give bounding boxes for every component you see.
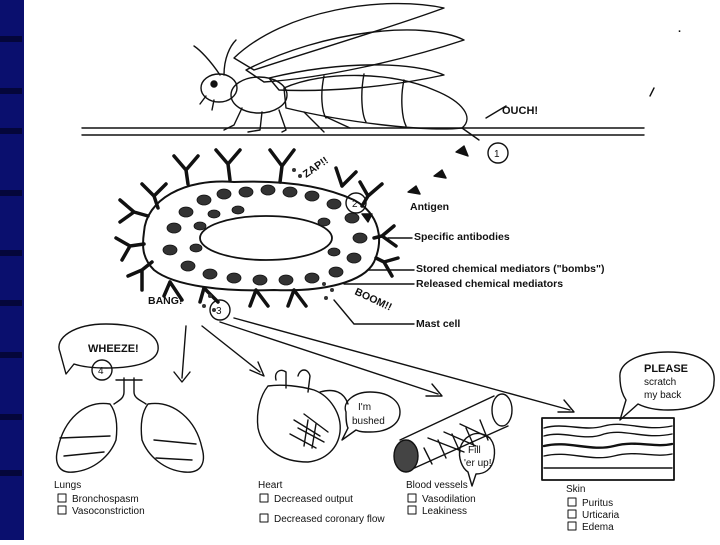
boom-label: BOOM!!	[353, 286, 394, 314]
fill-line2: 'er up!	[464, 458, 491, 469]
step-2-marker	[345, 192, 367, 214]
skin-effect-2: Urticaria	[582, 510, 620, 521]
skin-title: Skin	[566, 484, 585, 495]
step-4-number: 4	[98, 366, 104, 377]
lungs-illustration	[55, 377, 205, 473]
blood-vessel-illustration	[393, 393, 513, 473]
scratch-bubble	[619, 351, 715, 421]
step-2-number: 2	[352, 199, 358, 210]
heart-effect-1: Decreased output	[274, 494, 353, 505]
bushed-bubble	[341, 391, 401, 441]
slide-sidebar-stripe	[0, 0, 24, 540]
released-mediators-label: Released chemical mediators	[416, 278, 563, 290]
skin-illustration	[541, 417, 675, 481]
vessel-title: Blood vessels	[406, 480, 468, 491]
specific-antibodies-label: Specific antibodies	[414, 231, 510, 243]
bushed-line2: bushed	[352, 416, 385, 427]
skin-effects: Skin Puritus Urticaria Edema	[566, 484, 620, 533]
step-1-marker	[487, 142, 509, 164]
scratch-line2: scratch	[644, 377, 676, 388]
skin-effect-3: Edema	[582, 522, 614, 533]
mast-cell	[114, 148, 400, 312]
scratch-line1: PLEASE	[644, 363, 688, 375]
ouch-label: OUCH!	[502, 105, 538, 117]
mast-cell-label: Mast cell	[416, 318, 460, 330]
allergic-reaction-diagram: OUCH! . 1	[24, 0, 720, 540]
step-4-marker	[91, 359, 113, 381]
step-1-number: 1	[494, 149, 500, 160]
skin-effect-1: Puritus	[582, 498, 613, 509]
antigen-label: Antigen	[410, 201, 449, 213]
lungs-title: Lungs	[54, 480, 81, 491]
step-3-marker	[209, 299, 231, 321]
wasp-illustration	[193, 2, 480, 141]
fill-bubble	[458, 432, 496, 487]
bang-label: BANG!	[148, 295, 182, 307]
vessel-effects: Blood vessels Vasodilation Leakiness	[406, 480, 476, 517]
wheeze-bubble	[58, 323, 159, 375]
heart-effects: Heart Decreased output Decreased coronar…	[258, 480, 385, 525]
heart-effect-2: Decreased coronary flow	[274, 514, 385, 525]
stored-mediators-label: Stored chemical mediators ("bombs")	[416, 263, 605, 275]
wheeze-text: WHEEZE!	[88, 343, 139, 355]
fill-line1: Fill	[468, 445, 481, 456]
step-3-number: 3	[216, 306, 222, 317]
lungs-effect-2: Vasoconstriction	[72, 506, 145, 517]
heart-title: Heart	[258, 480, 283, 491]
lungs-effects: Lungs Bronchospasm Vasoconstriction	[54, 480, 145, 517]
vessel-effect-2: Leakiness	[422, 506, 467, 517]
svg-text:.: .	[678, 23, 681, 35]
vessel-effect-1: Vasodilation	[422, 494, 476, 505]
zap-label: ZAP!!	[301, 155, 331, 181]
lungs-effect-1: Bronchospasm	[72, 494, 139, 505]
heart-illustration	[256, 369, 349, 463]
scratch-line3: my back	[644, 390, 682, 401]
bushed-line1: I'm	[358, 402, 371, 413]
